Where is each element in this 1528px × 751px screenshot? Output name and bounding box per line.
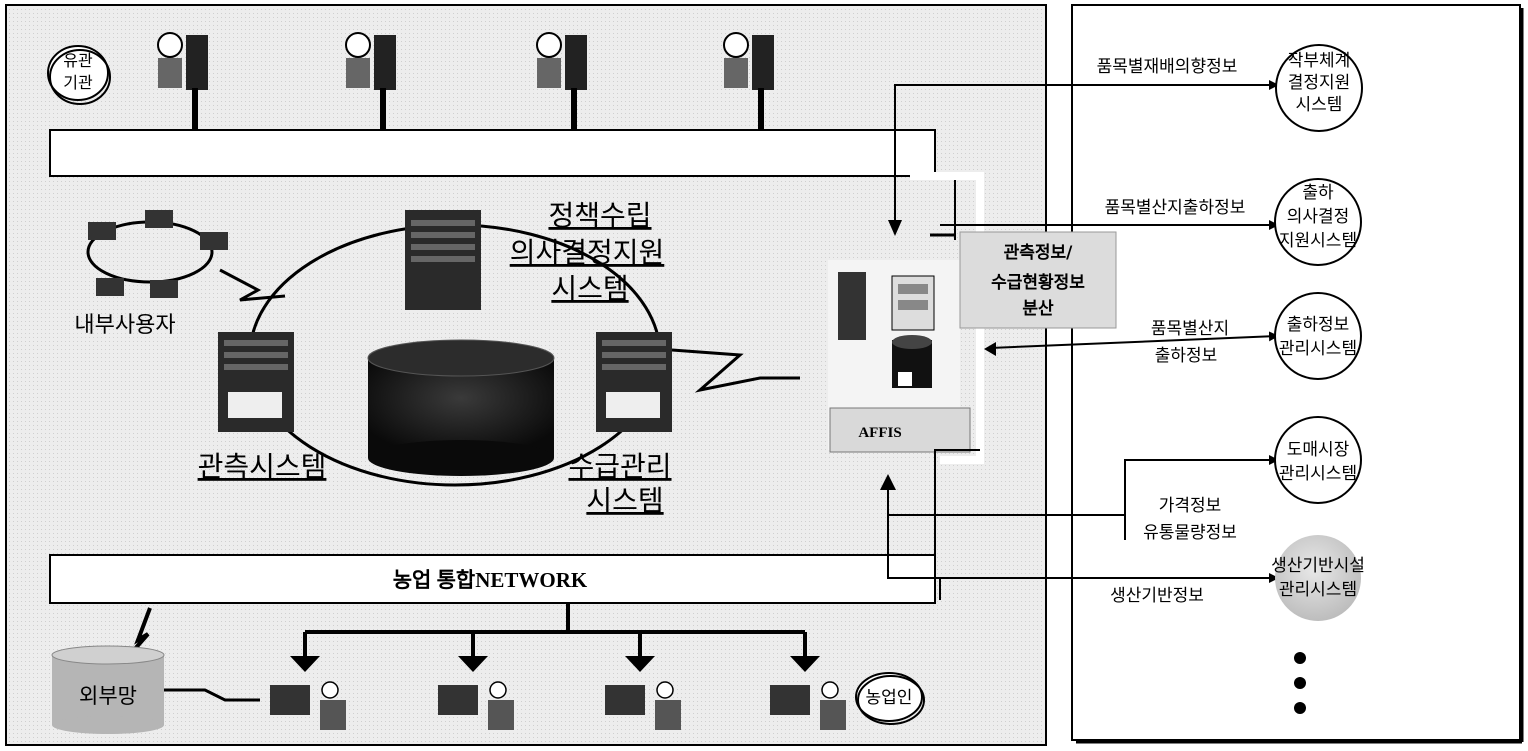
flow-label-4b: 유통물량정보	[1143, 523, 1237, 543]
supply-system-label-2: 시스템	[586, 484, 663, 517]
ellipsis-dot-2	[1294, 677, 1306, 689]
user-figure-2	[345, 32, 396, 130]
observation-server	[218, 332, 294, 432]
policy-server	[405, 210, 481, 310]
network-label: 농업 통합NETWORK	[393, 568, 588, 592]
external-network-drum	[51, 645, 165, 734]
distribution-label-2: 수급현황정보	[991, 273, 1085, 293]
flow-label-3a: 품목별산지	[1151, 319, 1229, 339]
internal-users-label: 내부사용자	[74, 313, 175, 338]
farmers-circle	[855, 672, 923, 722]
user-org-label-2: 기관	[63, 73, 93, 92]
affis-computer	[838, 272, 935, 388]
system-5-label-2: 관리시스템	[1279, 580, 1357, 600]
flow-label-5: 생산기반정보	[1110, 586, 1204, 606]
system-2-label-1: 출하	[1302, 183, 1334, 203]
flow-label-1: 품목별재배의향정보	[1097, 57, 1238, 77]
system-3-label-2: 관리시스템	[1279, 339, 1357, 359]
supply-server	[596, 332, 672, 432]
supply-system-label-1: 수급관리	[568, 450, 671, 483]
system-2-label-3: 지원시스템	[1279, 231, 1357, 251]
flow-line-4	[1124, 455, 1279, 540]
policy-system-label-2: 의사결정지원	[510, 236, 665, 269]
user-figure-1	[157, 32, 208, 130]
flow-label-2: 품목별산지출하정보	[1105, 198, 1246, 218]
user-org-circle	[47, 45, 109, 101]
flow-line-5	[887, 515, 1279, 583]
system-circle-1	[1275, 44, 1363, 132]
farmers-label: 농업인	[866, 688, 913, 708]
system-circle-2	[1274, 178, 1362, 266]
system-4-label-1: 도매시장	[1287, 440, 1350, 460]
flow-label-4a: 가격정보	[1159, 496, 1222, 516]
user-figure-4	[723, 32, 774, 130]
system-2-label-2: 의사결정	[1287, 207, 1350, 227]
system-3-label-1: 출하정보	[1287, 315, 1350, 335]
ellipsis-dot-3	[1294, 702, 1306, 714]
flow-line-1	[894, 80, 1279, 232]
system-1-label-3: 시스템	[1296, 95, 1343, 115]
system-circle-3	[1274, 292, 1362, 380]
system-5-label-1: 생산기반시설	[1271, 556, 1365, 576]
flow-label-3b: 출하정보	[1155, 346, 1218, 366]
system-1-label-1: 작부체계	[1288, 51, 1351, 71]
distribution-label-3: 분산	[1022, 299, 1054, 319]
top-network-bar	[49, 129, 936, 177]
user-org-label-1: 유관	[63, 51, 93, 70]
affis-box	[829, 407, 971, 453]
distribution-label-1: 관측정보/	[1004, 243, 1074, 263]
central-database	[367, 339, 555, 476]
system-4-label-2: 관리시스템	[1279, 464, 1357, 484]
farmer-arrows	[290, 632, 820, 672]
ellipsis-dot-1	[1294, 652, 1306, 664]
flow-line-3	[989, 331, 1279, 349]
system-circle-5	[1275, 535, 1361, 621]
system-1-label-2: 결정지원	[1288, 73, 1351, 93]
farmer-figures	[270, 681, 846, 730]
system-circle-4	[1274, 416, 1362, 504]
policy-system-label-1: 정책수립	[548, 199, 651, 232]
external-network-label: 외부망	[79, 684, 137, 708]
internal-users-lan	[86, 210, 228, 298]
observation-system-label: 관측시스템	[198, 450, 327, 483]
affis-label: AFFIS	[858, 425, 901, 441]
distribution-info-box	[959, 231, 1117, 329]
policy-system-label-3: 시스템	[551, 272, 628, 305]
user-figure-3	[536, 32, 587, 130]
